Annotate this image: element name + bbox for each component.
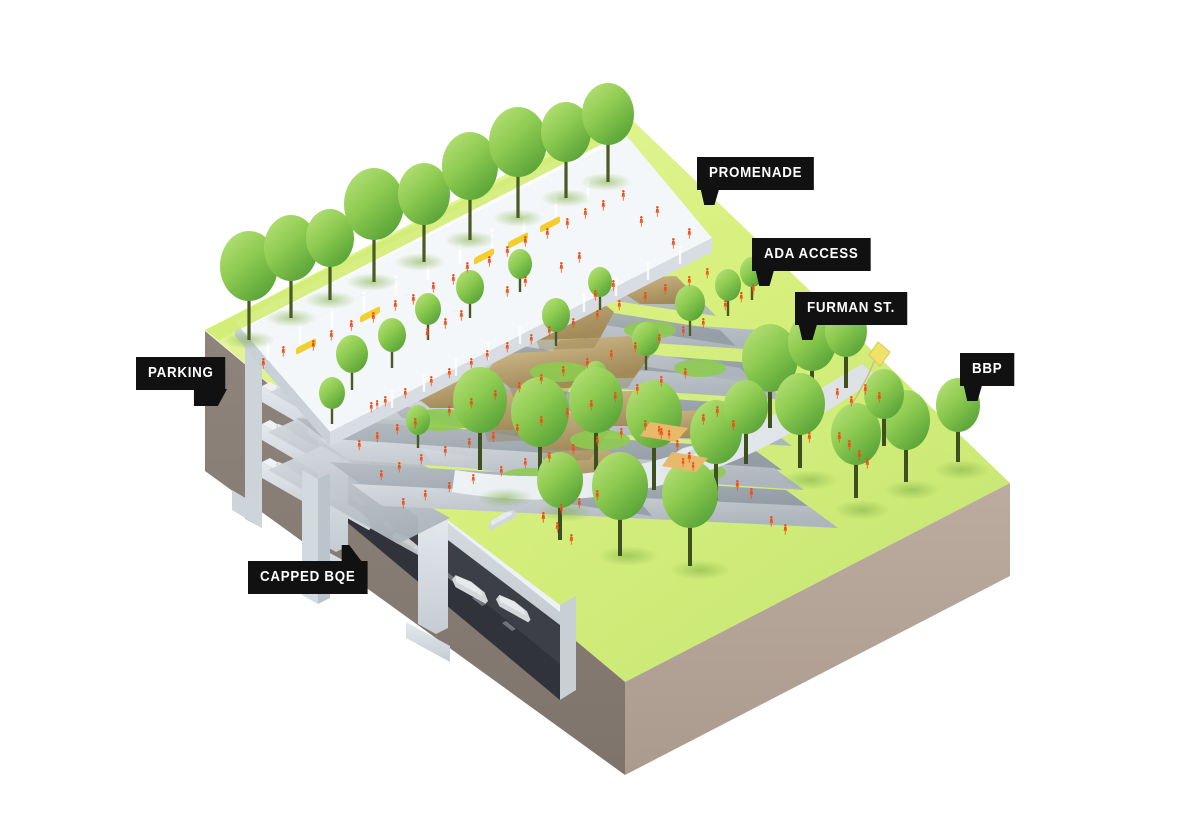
label-ada-access-tail <box>755 269 778 286</box>
label-parking-tail <box>194 388 228 406</box>
label-furman-st-text: FURMAN ST. <box>806 300 896 316</box>
label-furman-st[interactable]: FURMAN ST. <box>795 292 908 340</box>
label-promenade-text: PROMENADE <box>708 165 803 181</box>
label-parking-text: PARKING <box>147 365 214 381</box>
tree-row-park <box>724 305 980 498</box>
label-furman-st-tail <box>798 323 821 340</box>
label-capped-bqe[interactable]: CAPPED BQE <box>248 545 368 594</box>
promenade-benches <box>296 216 560 355</box>
label-capped-bqe-tail <box>341 545 362 562</box>
label-capped-bqe-text: CAPPED BQE <box>259 569 356 585</box>
label-bbp[interactable]: BBP <box>960 353 1015 401</box>
label-ada-access-text: ADA ACCESS <box>763 246 859 262</box>
label-promenade[interactable]: PROMENADE <box>697 157 815 205</box>
label-ada-access[interactable]: ADA ACCESS <box>752 238 871 286</box>
kite <box>851 341 891 405</box>
garage-left-shell <box>245 325 262 512</box>
tunnel-outer-wall <box>560 596 576 700</box>
picnic-blankets <box>640 422 708 472</box>
label-parking[interactable]: PARKING <box>136 357 228 406</box>
label-bbp-tail <box>963 384 986 401</box>
trees <box>220 83 990 580</box>
earth-right <box>625 483 1010 775</box>
label-promenade-tail <box>700 188 723 205</box>
label-bbp-text: BBP <box>971 361 1003 377</box>
tree-row-promenade <box>220 83 634 340</box>
